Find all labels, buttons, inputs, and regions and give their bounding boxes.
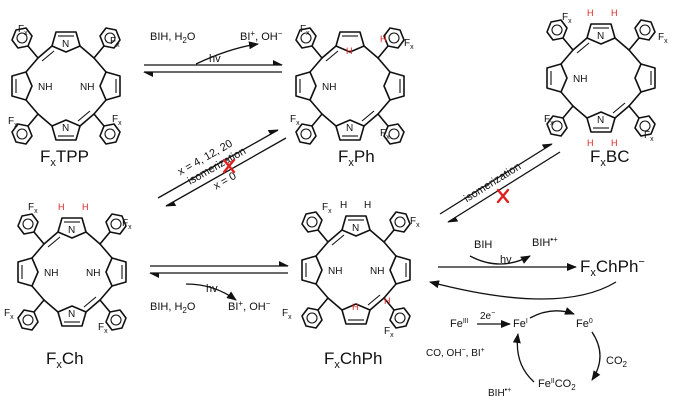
fx-ch-bl: Fx	[4, 308, 14, 321]
n-label-ch-bottom: N	[68, 309, 75, 320]
h-label-chph-pyrrole: H	[352, 302, 359, 312]
h-label-ch-2: H	[82, 202, 89, 212]
label-fxph: FxPh	[338, 147, 375, 169]
fe0-label: Fe0	[576, 318, 593, 330]
fx-ph-tl: Fx	[300, 24, 310, 37]
cycle-products-label: CO, OH−, BI+	[426, 347, 485, 359]
nh-label-bc: NH	[573, 74, 587, 85]
fx-ch-br: Fx	[98, 322, 108, 335]
nh-label-ch-left: NH	[44, 268, 58, 279]
nh-label-ch-right: NH	[86, 268, 100, 279]
nh-label-tpp-right: NH	[80, 82, 94, 93]
top-reagent: BIH, H2O	[150, 31, 196, 45]
nh-label-chph-right: NH	[370, 266, 384, 277]
iron-catalytic-cycle: FeIII 2e− FeI Fe0 CO2 FeIICO2 BIH•+ CO, …	[426, 307, 628, 399]
h-label-bc-4: H	[611, 138, 618, 148]
label-fxbc: FxBC	[590, 147, 630, 169]
reduction-step: BIH BIH•+ hv FxChPh−	[429, 235, 645, 300]
bottom-reagent: BIH, H2O	[150, 301, 196, 315]
fx-ph-bl: Fx	[290, 114, 300, 127]
fx-tpp-br: Fx	[112, 114, 122, 127]
reduction-light: hv	[500, 254, 512, 266]
bottom-equilibrium: hv BIH, H2O BI+, OH−	[149, 261, 289, 315]
h-label-chph-meso: H	[384, 296, 391, 306]
nh-label-tpp-left: NH	[38, 82, 52, 93]
label-fxch: FxCh	[46, 349, 84, 371]
nh-label-chph-left: NH	[328, 266, 342, 277]
co2-label: CO2	[606, 355, 628, 369]
nh-label-ph: NH	[322, 82, 336, 93]
h-label-ph-pyrrole: H	[346, 46, 353, 56]
molecule-bc: NH N N H H H H	[546, 8, 656, 148]
fe3-label: FeIII	[450, 318, 469, 330]
feco2-label: FeIICO2	[538, 378, 576, 392]
fx-bc-br: Fx	[644, 130, 654, 143]
h-label-chph-2: H	[364, 200, 371, 211]
fx-ph-tr: Fx	[404, 38, 414, 51]
fx-ch-tl: Fx	[28, 202, 38, 215]
reduction-reagent: BIH	[474, 239, 492, 251]
top-equilibrium: BIH, H2O BI+, OH− hv	[143, 29, 283, 77]
bottom-products: BI+, OH−	[228, 299, 271, 313]
reduction-product: BIH•+	[532, 235, 558, 249]
h-label-ph-meso: H	[380, 34, 387, 44]
electrons-label: 2e−	[480, 310, 495, 322]
bih-radical-label: BIH•+	[488, 387, 511, 399]
label-fxchph: FxChPh	[324, 349, 382, 371]
fx-tpp-tr: Fx	[110, 36, 120, 49]
h-label-bc-3: H	[587, 138, 594, 148]
fx-chph-tr: Fx	[410, 216, 420, 229]
fx-chph-tl: Fx	[322, 202, 332, 215]
n-label-chph-top: N	[352, 223, 359, 234]
fe1-label: FeI	[513, 318, 528, 330]
n-label-ch-top: N	[68, 225, 75, 236]
right-diag-isomerization: isomerization	[462, 160, 523, 205]
fx-bc-tr: Fx	[658, 32, 668, 45]
bottom-light: hv	[206, 283, 218, 295]
h-label-chph-1: H	[340, 200, 347, 211]
top-light: hv	[209, 53, 221, 65]
n-label-tpp-top: N	[62, 39, 69, 50]
fx-ph-br: Fx	[380, 128, 390, 141]
molecule-chph: NH NH N H H H H	[301, 200, 411, 329]
molecule-tpp: NH NH N N	[11, 27, 121, 145]
fx-chph-br: Fx	[384, 326, 394, 339]
h-label-ch-1: H	[58, 202, 65, 212]
n-label-ph: N	[346, 123, 353, 134]
n-label-tpp-bottom: N	[62, 123, 69, 134]
n-label-bc-top: N	[597, 31, 604, 42]
h-label-bc-2: H	[611, 8, 618, 18]
left-diagonal-equilibrium: x = 4, 12, 20 isomerization x = 0	[157, 129, 287, 207]
fx-chph-bl: Fx	[282, 308, 292, 321]
molecule-ph: NH N H H	[295, 27, 405, 145]
molecule-ch: NH NH N N H H	[17, 202, 127, 331]
fx-bc-tl: Fx	[562, 12, 572, 25]
label-fxtpp: FxTPP	[40, 147, 89, 169]
top-products: BI+, OH−	[240, 29, 283, 43]
fx-bc-bl: Fx	[544, 114, 554, 127]
fx-substituents: Fx Fx Fx Fx Fx Fx Fx Fx Fx Fx Fx Fx Fx F…	[4, 12, 668, 339]
right-diagonal-equilibrium: isomerization	[439, 143, 561, 223]
fx-ch-tr: Fx	[122, 218, 132, 231]
label-fxchph-anion: FxChPh−	[580, 256, 645, 279]
h-label-bc-1: H	[587, 8, 594, 18]
fx-tpp-tl: Fx	[18, 24, 28, 37]
fx-tpp-bl: Fx	[8, 116, 18, 129]
n-label-bc-bottom: N	[597, 115, 604, 126]
